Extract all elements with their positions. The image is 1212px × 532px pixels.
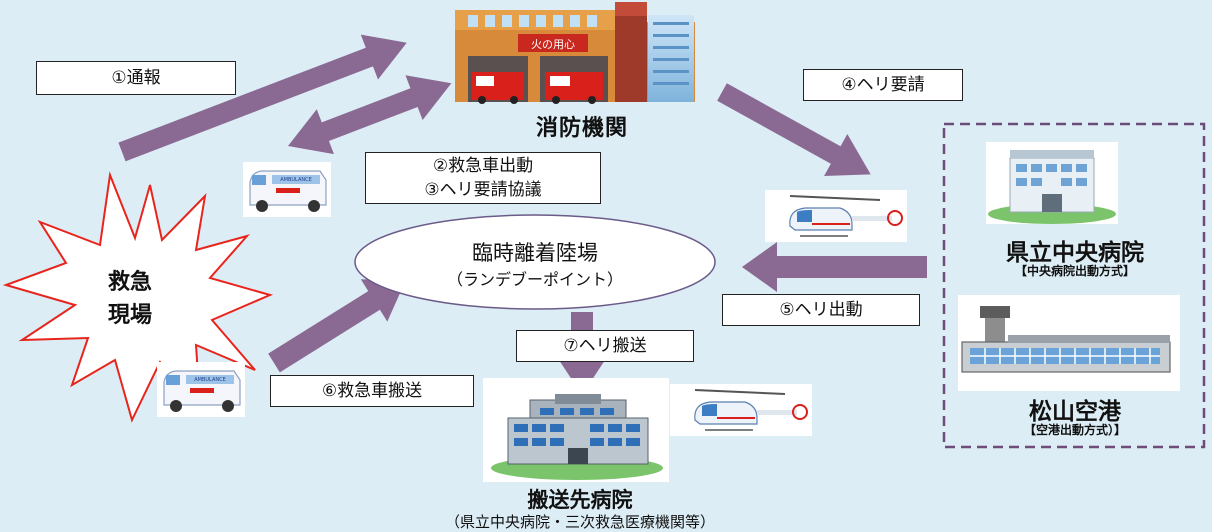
step-ambulance-transport-label: ⑥救急車搬送 bbox=[321, 381, 423, 401]
fire-station-sign: 火の用心 bbox=[531, 38, 575, 51]
scene-label-line1: 救急 bbox=[108, 270, 153, 295]
step-ambulance-dispatch-label: ②救急車出動 bbox=[432, 156, 534, 176]
step-heli-dispatch-label: ⑤ヘリ出動 bbox=[779, 300, 863, 320]
step-heli-transport-box: ⑦ヘリ搬送 bbox=[516, 330, 694, 362]
helicopter-icon bbox=[670, 384, 812, 436]
fire-station-icon: 火の用心 bbox=[455, 2, 695, 104]
fire-dept-label: 消防機関 bbox=[536, 116, 629, 141]
airport-label: 松山空港 bbox=[1029, 399, 1121, 425]
scene-label-line2: 現場 bbox=[108, 303, 153, 328]
step-dispatch-box: ②救急車出動 ③ヘリ要請協議 bbox=[365, 152, 601, 204]
hospital-building-icon bbox=[986, 142, 1118, 224]
airport-terminal-icon bbox=[958, 295, 1180, 391]
step-heli-request-label: ④ヘリ要請 bbox=[841, 75, 925, 95]
helicopter-icon bbox=[765, 190, 907, 242]
dest-hospital-label: 搬送先病院 bbox=[527, 488, 633, 512]
destination-hospital-icon bbox=[483, 378, 669, 482]
dest-hospital-sublabel: （県立中央病院・三次救急医療機関等） bbox=[444, 513, 715, 531]
temp-landing-ellipse bbox=[354, 214, 716, 310]
temp-landing-sublabel: （ランデブーポイント） bbox=[446, 270, 623, 289]
step-heli-transport-label: ⑦ヘリ搬送 bbox=[563, 336, 647, 356]
arrow-report bbox=[118, 34, 407, 162]
step-heli-consult-label: ③ヘリ要請協議 bbox=[424, 180, 542, 200]
temp-landing-label: 臨時離着陸場 bbox=[472, 241, 598, 265]
step-ambulance-transport-box: ⑥救急車搬送 bbox=[270, 375, 474, 407]
step-heli-request-box: ④ヘリ要請 bbox=[803, 69, 963, 101]
airport-method: 【空港出動方式）】 bbox=[1023, 423, 1126, 437]
pref-hospital-method: 【中央病院出動方式】 bbox=[1014, 264, 1135, 278]
ambulance-text: AMBULANCE bbox=[280, 177, 312, 183]
ambulance-icon: AMBULANCE bbox=[243, 162, 331, 217]
step-heli-dispatch-box: ⑤ヘリ出動 bbox=[722, 294, 920, 326]
ambulance-icon: AMBULANCE bbox=[157, 362, 245, 417]
step-report-box: ①通報 bbox=[36, 61, 236, 95]
arrow-heli-dispatch bbox=[742, 242, 927, 292]
heli-base-panel bbox=[942, 122, 1206, 449]
arrow-ambulance-transport bbox=[268, 279, 406, 373]
ambulance-text: AMBULANCE bbox=[194, 377, 226, 383]
pref-hospital-label: 県立中央病院 bbox=[1006, 240, 1144, 266]
arrow-dispatch bbox=[288, 75, 452, 155]
arrow-heli-request bbox=[717, 83, 871, 177]
step-report-label: ①通報 bbox=[111, 68, 161, 88]
